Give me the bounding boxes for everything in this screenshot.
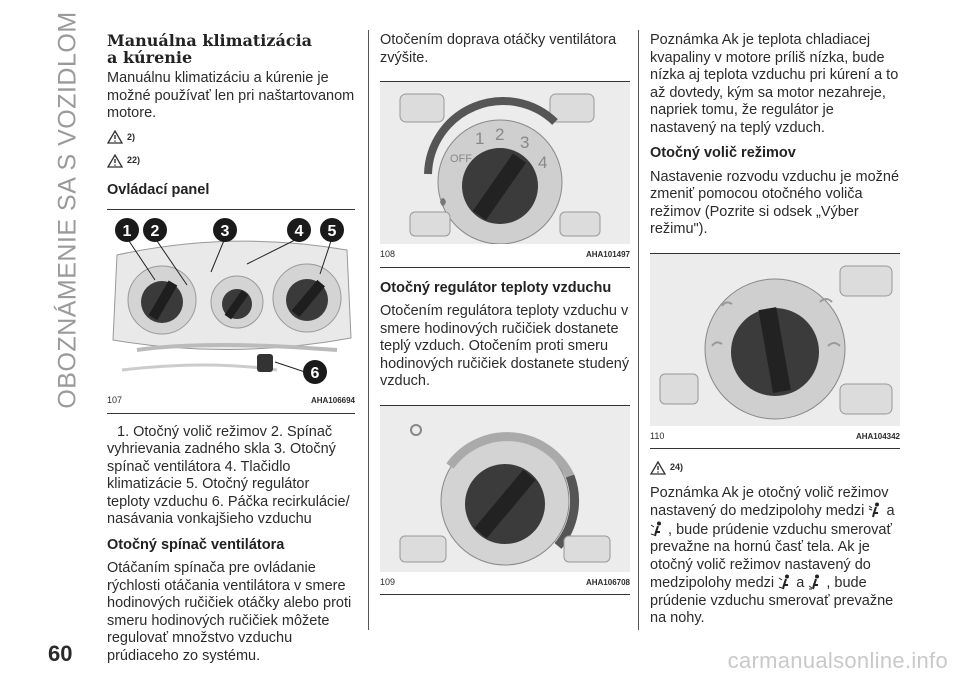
control-panel-illustration: 1 2 3 4 5 6 [112, 218, 352, 384]
sidebar-chapter-title: OBOZNÁMENIE SA S VOZIDLOM [53, 11, 82, 409]
callout-5: 5 [328, 223, 337, 240]
callout-1: 1 [123, 223, 132, 240]
figure-code: AHA106708 [585, 577, 630, 587]
column-3: Poznámka Ak je teplota chladiacej kvapal… [650, 28, 900, 628]
dial-label-4: 4 [538, 153, 547, 172]
dial-label-3: 3 [520, 133, 529, 152]
fan-text: Otáčaním spínača pre ovládanie rýchlosti… [107, 560, 352, 664]
airflow-upper-feet-icon [650, 521, 661, 536]
callout-4: 4 [295, 223, 304, 240]
intro-text: Manuálnu klimatizáciu a kúrenie je možné… [107, 70, 355, 121]
figure-code: AHA104342 [855, 431, 900, 441]
figure-number: 108 [380, 249, 396, 259]
column-divider [368, 30, 369, 630]
figure-110: 110 AHA104342 [650, 252, 900, 449]
figure-109: 109 AHA106708 [380, 404, 630, 595]
column-divider [638, 30, 639, 630]
airflow-upper-body-icon [869, 502, 880, 518]
mode-dial-illustration [650, 253, 900, 426]
column-2: Otočením doprava otáčky ventilátora zvýš… [380, 28, 630, 595]
dial-off-label: OFF [450, 153, 472, 165]
section-title: Otočný spínač ventilátora [107, 536, 285, 553]
callout-2: 2 [151, 223, 160, 240]
figure-caption: 109 AHA106708 [380, 572, 630, 595]
watermark: carmanualsonline.info [727, 648, 948, 673]
figure-code: AHA106694 [310, 396, 355, 405]
warning-ref: 22) [107, 152, 355, 170]
fan-dial-illustration: OFF 1 2 3 4 [380, 82, 630, 244]
dial-label-1: 1 [475, 129, 484, 148]
warning-ref: 24) [650, 459, 900, 477]
figure-108: OFF 1 2 3 4 108 AHA101497 [380, 81, 630, 268]
figure-caption: 107 AHA106694 [107, 390, 355, 413]
temperature-dial-illustration [380, 405, 630, 572]
warning-ref: 2) [107, 129, 355, 147]
airflow-feet-icon [809, 574, 820, 590]
warning-triangle-icon [107, 153, 123, 168]
page-number: 60 [48, 641, 73, 666]
callout-6: 6 [311, 365, 320, 382]
figure-number: 109 [380, 576, 396, 587]
note-coolant: Poznámka Ak je teplota chladiacej kvapal… [650, 32, 899, 136]
mode-text: Nastavenie rozvodu vzduchu je možné zmen… [650, 168, 900, 238]
warning-triangle-icon [107, 130, 123, 144]
warning-triangle-icon [650, 460, 666, 475]
figure-number: 110 [650, 430, 665, 441]
figure-caption: 110 AHA104342 [650, 426, 900, 449]
temp-text: Otočením regulátora teploty vzduchu v sm… [380, 303, 630, 389]
fan-increase-text: Otočením doprava otáčky ventilátora zvýš… [380, 32, 617, 66]
figure-code: AHA101497 [585, 250, 630, 259]
section-title: Otočný regulátor teploty vzduchu [380, 279, 612, 296]
figure-caption: 108 AHA101497 [380, 244, 630, 267]
section-title: Otočný volič režimov [650, 145, 796, 161]
note-mode-positions: Poznámka Ak je otočný volič režimov nast… [650, 484, 895, 627]
figure-number: 107 [107, 395, 123, 405]
legend-text: 1. Otočný volič režimov 2. Spínač vyhrie… [107, 423, 350, 528]
dial-label-2: 2 [495, 125, 504, 144]
airflow-upper-feet-icon [778, 574, 790, 590]
callout-3: 3 [221, 223, 230, 240]
section-title: Ovládací panel [107, 181, 210, 198]
figure-107: 1 2 3 4 5 6 107 AHA106694 [107, 209, 355, 414]
